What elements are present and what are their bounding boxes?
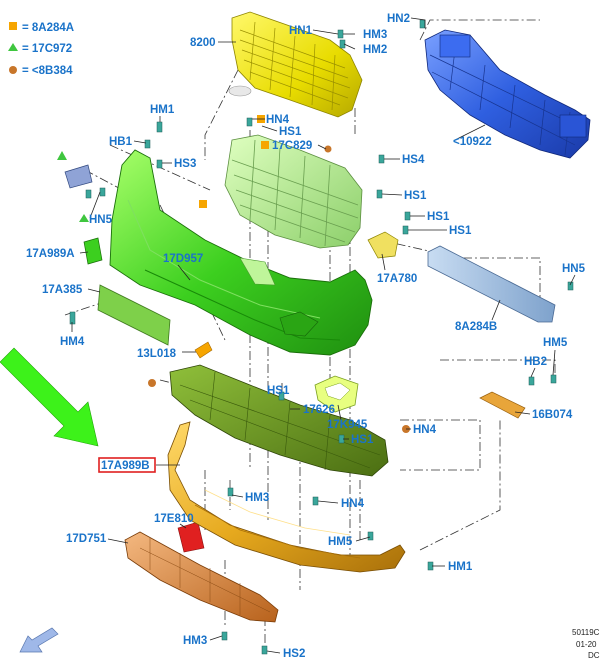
fastener-icon (99, 187, 106, 197)
callouts: 8200 HN1 HM3 HM2 HN2 <10922 HM1 HB1 HS3 … (26, 13, 586, 658)
callout-hn4-mid: HN4 (413, 424, 437, 436)
callout-hm2: HM2 (363, 44, 387, 56)
highlight-box (98, 457, 156, 473)
fastener-icon (378, 154, 385, 164)
emblem (228, 85, 252, 97)
callout-8200: 8200 (190, 37, 216, 49)
fastener-icon (419, 19, 426, 29)
callout-17k945: 17K945 (327, 419, 368, 431)
legend-triangle-icon (8, 43, 18, 51)
stamp-line-1: 50119C (572, 628, 600, 637)
fastener-icon (278, 391, 285, 401)
callout-hm3-bottom: HM3 (183, 635, 207, 647)
callout-hs1-f: HS1 (351, 434, 374, 446)
fastener-icon (246, 117, 253, 127)
fastener-icon (404, 211, 411, 221)
callout-hn1: HN1 (289, 25, 313, 37)
callout-17a989b: 17A989B (101, 460, 150, 472)
callout-hm3-mid: HM3 (245, 492, 269, 504)
illustration-stamp: 50119C 01-20 DC (572, 628, 600, 658)
callout-hn5-right: HN5 (562, 263, 586, 275)
callout-16b074: 16B074 (532, 409, 573, 421)
legend-item-8a284a: = 8A284A (22, 22, 74, 34)
grille-insert (224, 134, 363, 249)
fastener-icon (367, 531, 374, 541)
fastener-icon (337, 29, 344, 39)
fastener-icon (69, 311, 76, 325)
callout-17626: 17626 (303, 404, 335, 416)
legend-circle-icon (9, 66, 17, 74)
callout-13l018: 13L018 (137, 348, 177, 360)
fastener-icon (339, 39, 346, 49)
callout-17a385: 17A385 (42, 284, 83, 296)
fastener-icon (402, 225, 409, 235)
lower-cover (167, 421, 406, 573)
bumper-reinforcement (424, 29, 591, 159)
callout-17a780: 17A780 (377, 273, 417, 285)
pointer-arrow-icon (0, 347, 99, 447)
callout-hn2: HN2 (387, 13, 410, 25)
callout-hn4-low: HN4 (341, 498, 365, 510)
callout-hm1-low: HM1 (448, 561, 473, 573)
callout-10922: <10922 (453, 136, 492, 148)
callout-hm3-top: HM3 (363, 29, 387, 41)
callout-hm5-low: HM5 (328, 536, 353, 548)
fastener-icon (227, 487, 234, 497)
callout-hb2: HB2 (524, 356, 547, 368)
fastener-icon (261, 645, 268, 655)
callout-hm5-right: HM5 (543, 337, 568, 349)
small-parts (57, 115, 556, 553)
stamp-line-3: DC (588, 651, 600, 658)
callout-17e810: 17E810 (154, 513, 194, 525)
fastener-icon (528, 376, 535, 386)
legend: = 8A284A = 17C972 = <8B384 (8, 22, 74, 77)
legend-item-17c972: = 17C972 (22, 43, 72, 55)
callout-17c829: 17C829 (272, 140, 312, 152)
fastener-icon (550, 374, 557, 384)
callout-hn4-top: HN4 (266, 114, 290, 126)
callout-hs3: HS3 (174, 158, 196, 170)
callout-hs1-b: HS1 (404, 190, 427, 202)
fastener-icon (312, 496, 319, 506)
callout-17a989a: 17A989A (26, 248, 75, 260)
callout-hs1-a: HS1 (279, 126, 302, 138)
callout-hs4: HS4 (402, 154, 425, 166)
callout-8a284b: 8A284B (455, 321, 497, 333)
legend-square-icon (9, 22, 17, 30)
callout-hs2: HS2 (283, 648, 305, 658)
fastener-icon (156, 121, 163, 133)
splash-shield (169, 364, 389, 477)
callout-hs1-c: HS1 (427, 211, 450, 223)
fastener-icon (85, 189, 92, 199)
callout-hs1-e: HS1 (267, 385, 290, 397)
fastener-icon (144, 139, 151, 149)
leader-lines (71, 17, 576, 654)
fastener-icon (221, 631, 228, 641)
fastener-icon (156, 159, 163, 169)
callout-17d957: 17D957 (163, 253, 203, 265)
callout-hm4-left: HM4 (60, 336, 85, 348)
callout-hs1-d: HS1 (449, 225, 472, 237)
nav-arrow-icon[interactable] (19, 627, 59, 653)
callout-17d751: 17D751 (66, 533, 107, 545)
callout-hb1: HB1 (109, 136, 133, 148)
callout-hm1: HM1 (150, 104, 175, 116)
fastener-icon (567, 281, 574, 291)
upper-grille (228, 11, 363, 118)
legend-item-8b384: = <8B384 (22, 65, 73, 77)
fastener-icon (376, 189, 383, 199)
callout-hn5-left: HN5 (89, 214, 113, 226)
stamp-line-2: 01-20 (576, 640, 597, 649)
bumper-cover (109, 149, 373, 356)
lower-valance (124, 531, 279, 623)
